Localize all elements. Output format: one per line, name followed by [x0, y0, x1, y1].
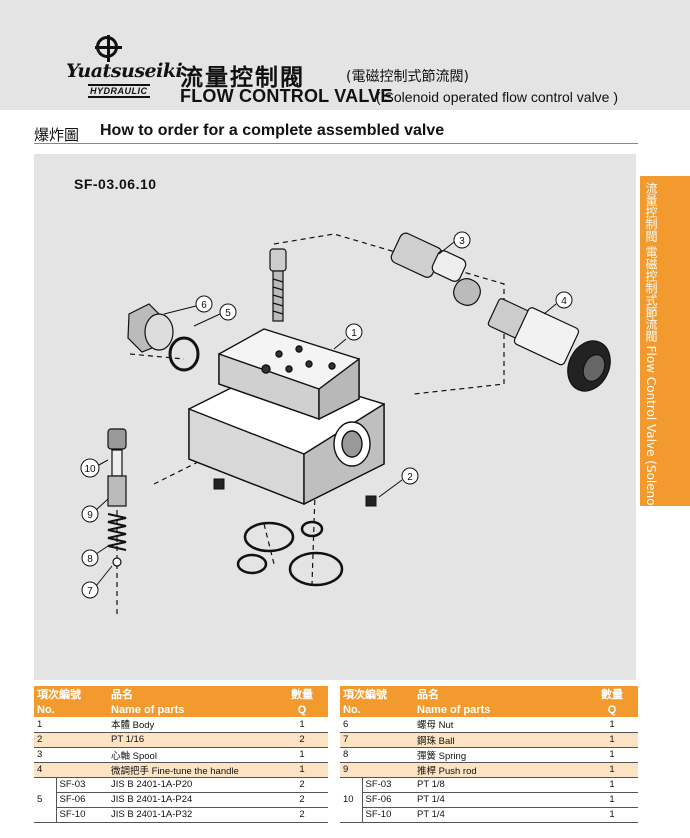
side-tab-text: 流量控制閥 電磁控制式節流閥 Flow Control Valve (Solen… [644, 182, 658, 690]
callout-9: 9 [81, 498, 109, 523]
header-name-zh: 品名 [414, 686, 586, 702]
side-tab: 流量控制閥 電磁控制式節流閥 Flow Control Valve (Solen… [640, 176, 690, 689]
callout-8: 8 [81, 545, 109, 567]
svg-text:1: 1 [351, 328, 357, 339]
o-rings [236, 520, 344, 587]
svg-text:7: 7 [87, 586, 93, 597]
svg-text:4: 4 [561, 296, 567, 307]
section-title-chinese: 爆炸圖 [34, 126, 80, 144]
logo-mark-icon [95, 35, 122, 62]
title-english-sub: ( Solenoid operated flow control valve ) [376, 89, 619, 105]
svg-text:6: 6 [201, 300, 207, 311]
title-chinese: 流量控制閥 [180, 65, 305, 91]
exploded-view-diagram: 1 2 3 4 5 6 7 8 9 10 [80, 231, 611, 614]
callout-1: 1 [333, 323, 363, 350]
assembly-line [129, 353, 185, 360]
model-number: SF-03.06.10 [74, 176, 157, 192]
section-divider [34, 143, 638, 144]
assembly-line [273, 233, 505, 395]
push-rod-stack [107, 428, 127, 567]
header-qty-zh: 數量 [586, 686, 638, 702]
title-english: FLOW CONTROL VALVE [180, 86, 393, 106]
plug-nut [127, 303, 174, 353]
page-header: Yuatsuseiki HYDRAULIC 流量控制閥 (電磁控制式節流閥) F… [0, 0, 690, 110]
section-title-english: How to order for a complete assembled va… [100, 122, 445, 139]
o-ring [168, 336, 200, 372]
header-qty-zh: 數量 [276, 686, 328, 702]
fine-tune-handle [487, 298, 611, 392]
mounting-bolt [269, 248, 287, 322]
svg-text:9: 9 [87, 510, 93, 521]
header-no-zh: 項次編號 [34, 686, 108, 702]
callout-7: 7 [81, 565, 113, 599]
svg-text:5: 5 [225, 308, 231, 319]
callout-6: 6 [163, 295, 213, 315]
header-qty-en: Q [276, 702, 328, 717]
callout-3: 3 [438, 231, 471, 255]
assembly-line [263, 523, 275, 565]
pt-plug [213, 478, 225, 490]
logo-brand: Yuatsuseiki [66, 60, 183, 82]
svg-text:2: 2 [407, 472, 413, 483]
header-no-en: No. [34, 702, 108, 717]
logo-sub: HYDRAULIC [88, 84, 150, 98]
svg-text:10: 10 [84, 464, 96, 475]
svg-text:3: 3 [459, 236, 465, 247]
svg-text:8: 8 [87, 554, 93, 565]
callout-5: 5 [193, 303, 237, 327]
header-no-zh: 項次編號 [340, 686, 414, 702]
spool-assembly [390, 232, 481, 306]
header-qty-en: Q [586, 702, 638, 717]
company-logo: Yuatsuseiki HYDRAULIC [66, 35, 183, 104]
title-chinese-sub: (電磁控制式節流閥) [346, 69, 469, 85]
header-no-en: No. [340, 702, 414, 717]
callout-2: 2 [378, 467, 419, 498]
pt-plug [365, 495, 377, 507]
valve-body [188, 328, 385, 506]
callout-4: 4 [543, 291, 573, 315]
header-name-zh: 品名 [108, 686, 276, 702]
callout-10: 10 [80, 458, 109, 478]
header-name-en: Name of parts [414, 702, 586, 717]
header-name-en: Name of parts [108, 702, 276, 717]
